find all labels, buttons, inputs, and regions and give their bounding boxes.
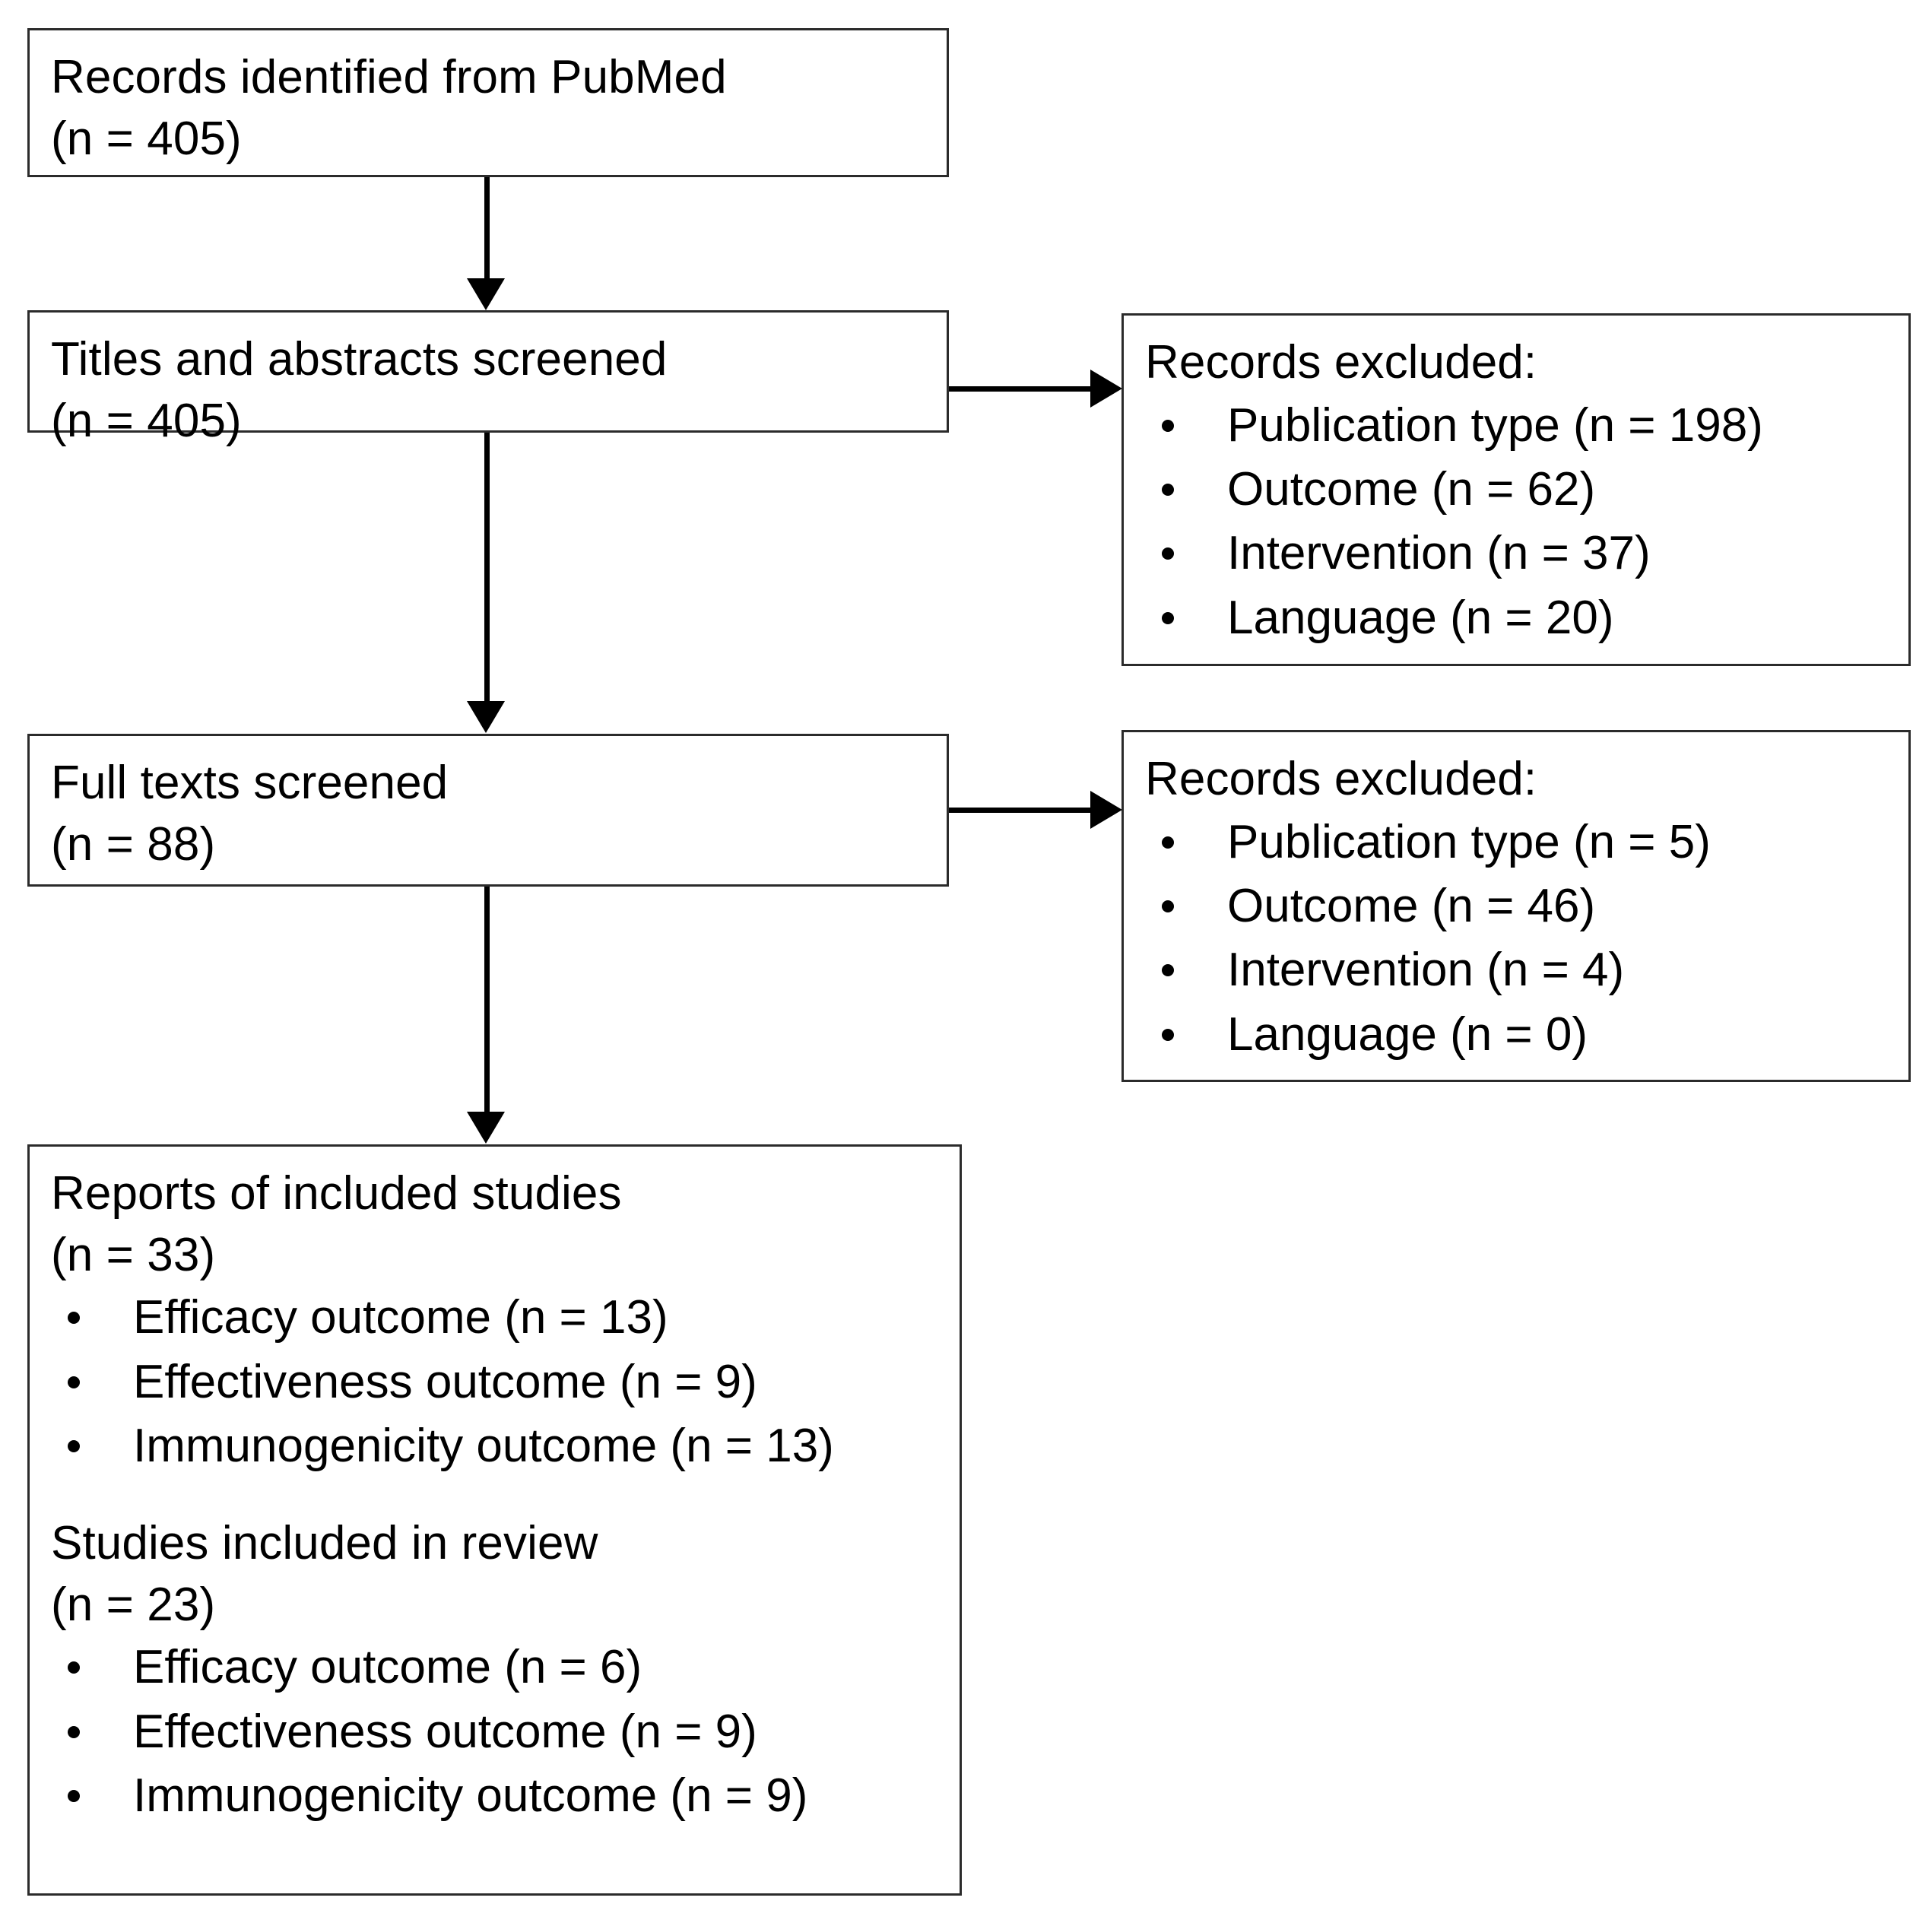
records-excluded-titles-heading: Records excluded: <box>1145 336 1537 389</box>
list-item: Publication type (n = 5) <box>1145 811 1889 874</box>
connector-fulltext-to-included <box>484 887 490 1113</box>
studies-included-title: Studies included in review <box>51 1517 598 1570</box>
list-item: Immunogenicity outcome (n = 13) <box>51 1414 940 1478</box>
list-item: Immunogenicity outcome (n = 9) <box>51 1764 940 1828</box>
list-item: Efficacy outcome (n = 6) <box>51 1636 940 1699</box>
list-item: Outcome (n = 46) <box>1145 874 1889 938</box>
list-item: Language (n = 20) <box>1145 586 1889 650</box>
connector-identified-to-titles <box>484 177 490 284</box>
section-spacer <box>51 1478 940 1513</box>
titles-screened-count: (n = 405) <box>51 394 242 447</box>
list-item: Intervention (n = 37) <box>1145 522 1889 585</box>
list-item: Intervention (n = 4) <box>1145 938 1889 1002</box>
arrow-right-icon <box>1090 370 1122 408</box>
arrow-right-icon <box>1090 791 1122 829</box>
list-item: Effectiveness outcome (n = 9) <box>51 1700 940 1764</box>
records-excluded-titles-list: Publication type (n = 198) Outcome (n = … <box>1145 394 1889 650</box>
connector-titles-to-excluded <box>949 386 1093 392</box>
studies-included-count: (n = 23) <box>51 1578 216 1631</box>
fulltext-screened-title: Full texts screened <box>51 757 449 809</box>
records-identified-count: (n = 405) <box>51 112 242 165</box>
node-included-studies: Reports of included studies (n = 33) Eff… <box>27 1144 962 1896</box>
reports-included-title: Reports of included studies <box>51 1167 622 1220</box>
fulltext-screened-count: (n = 88) <box>51 817 216 871</box>
list-item: Language (n = 0) <box>1145 1003 1889 1067</box>
reports-included-count: (n = 33) <box>51 1228 216 1281</box>
connector-fulltext-to-excluded <box>949 808 1093 813</box>
reports-included-outcome-list: Efficacy outcome (n = 13) Effectiveness … <box>51 1286 940 1478</box>
list-item: Publication type (n = 198) <box>1145 394 1889 458</box>
node-titles-abstracts-screened: Titles and abstracts screened (n = 405) <box>27 310 949 447</box>
list-item: Efficacy outcome (n = 13) <box>51 1286 940 1350</box>
arrow-down-icon <box>467 1112 505 1144</box>
arrow-down-icon <box>467 701 505 733</box>
titles-screened-title: Titles and abstracts screened <box>51 333 668 386</box>
node-records-excluded-titles: Records excluded: Publication type (n = … <box>1121 313 1911 666</box>
node-records-identified: Records identified from PubMed (n = 405) <box>27 28 949 177</box>
connector-titles-to-fulltext <box>484 433 490 703</box>
node-records-excluded-fulltext: Records excluded: Publication type (n = … <box>1121 730 1911 1082</box>
list-item: Outcome (n = 62) <box>1145 458 1889 522</box>
node-full-texts-screened: Full texts screened (n = 88) <box>27 734 949 887</box>
records-excluded-fulltext-heading: Records excluded: <box>1145 753 1537 805</box>
records-identified-title: Records identified from PubMed <box>51 51 727 103</box>
arrow-down-icon <box>467 278 505 310</box>
list-item: Effectiveness outcome (n = 9) <box>51 1350 940 1414</box>
studies-included-outcome-list: Efficacy outcome (n = 6) Effectiveness o… <box>51 1636 940 1828</box>
records-excluded-fulltext-list: Publication type (n = 5) Outcome (n = 46… <box>1145 811 1889 1067</box>
